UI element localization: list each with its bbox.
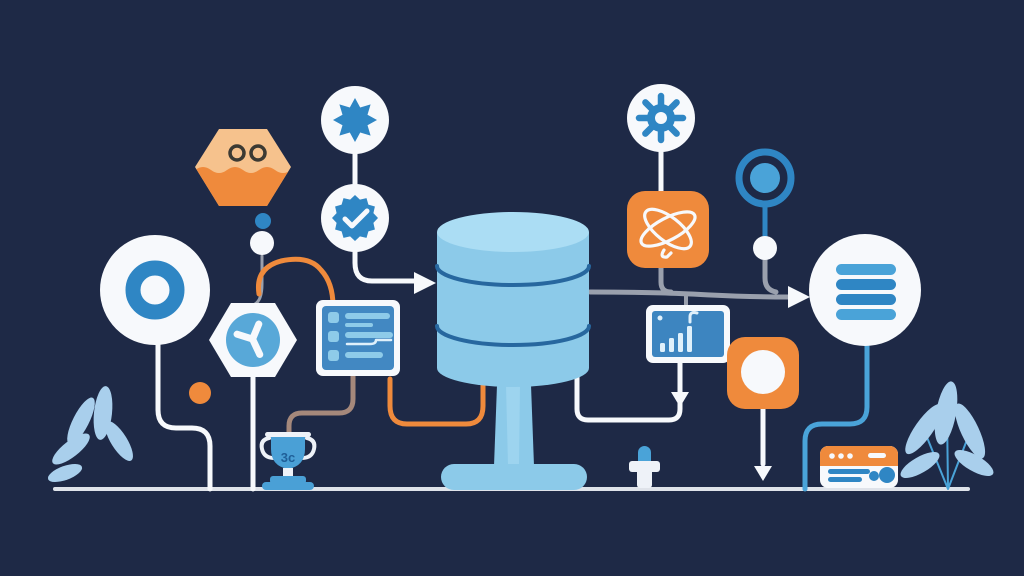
trophy-handle-left <box>259 436 276 460</box>
bar-chart-panel-node <box>646 305 730 363</box>
cog-icon <box>635 92 687 144</box>
connector-orange-under-database <box>387 376 486 427</box>
server-card-node <box>820 446 898 488</box>
cog-node <box>627 84 695 152</box>
check-icon <box>342 208 370 229</box>
honeycomb-wave <box>195 167 291 206</box>
trophy-stem <box>283 468 293 478</box>
verified-badge-icon <box>332 195 378 241</box>
bar-chart-icon <box>657 311 699 352</box>
trophy-rim <box>265 432 311 437</box>
database-base <box>441 464 587 490</box>
eye-left-icon <box>228 144 246 162</box>
list-circle-node <box>809 234 921 346</box>
database-cylinder <box>437 232 589 387</box>
arrow-into-database-icon <box>414 272 436 294</box>
connector-target-circle-to-ground <box>155 342 213 492</box>
ring-record-icon <box>735 148 795 208</box>
connector-orange-arc-to-screen <box>255 256 336 309</box>
funnel-icon <box>233 320 264 359</box>
arrow-down-to-ground-icon <box>754 466 772 481</box>
arrow-down-below-chart-icon <box>671 392 689 407</box>
list-screen-icon <box>328 312 393 361</box>
database-stem-highlight <box>506 385 520 466</box>
pedestal-foot <box>637 464 652 488</box>
stacked-list-icon <box>836 264 896 320</box>
connector-database-to-list-circle <box>587 289 791 300</box>
verified-badge-node <box>321 184 389 252</box>
trophy-base-bottom <box>262 482 314 490</box>
server-top-bar <box>820 446 898 466</box>
database-top <box>437 212 589 252</box>
trophy-handle-right <box>300 436 317 460</box>
connector-lines <box>155 147 870 492</box>
trophy-node: 3c <box>259 432 317 490</box>
connector-atom-to-mainline <box>658 261 674 295</box>
connector-chart-loop-to-database <box>574 357 683 423</box>
connector-dot-to-mainline <box>762 256 779 295</box>
sun-gear-icon <box>333 98 377 142</box>
trophy-label: 3c <box>281 450 295 465</box>
connector-list-circle-to-server <box>802 343 870 492</box>
atom-card-node <box>627 191 709 268</box>
dot-card-node <box>727 337 799 409</box>
target-donut-icon <box>125 260 185 320</box>
connector-badge-to-database <box>352 247 417 284</box>
sun-gear-node <box>321 86 389 154</box>
ring-node <box>735 148 795 208</box>
white-dot-left <box>250 231 274 255</box>
plant-left <box>47 386 133 483</box>
eye-right-icon <box>249 144 267 162</box>
database-separator-1 <box>435 264 591 287</box>
arrow-into-list-circle-icon <box>788 286 810 308</box>
trophy-cup <box>271 436 305 469</box>
funnel-hexagon-node <box>209 303 297 377</box>
honeycomb-node <box>195 129 291 206</box>
orange-dot <box>189 382 211 404</box>
atom-sketch-icon <box>639 207 697 259</box>
database-node <box>435 212 591 490</box>
plant-right <box>900 381 994 490</box>
blue-dot <box>255 213 271 229</box>
white-dot-right <box>753 236 777 260</box>
dot-card-circle <box>741 350 785 394</box>
database-separator-2 <box>435 324 591 347</box>
target-circle-node <box>100 235 210 345</box>
list-screen-node <box>316 300 400 376</box>
pedestal-figure <box>629 446 660 488</box>
server-card-icon <box>828 453 895 483</box>
connector-screen-to-trophy <box>286 365 356 439</box>
